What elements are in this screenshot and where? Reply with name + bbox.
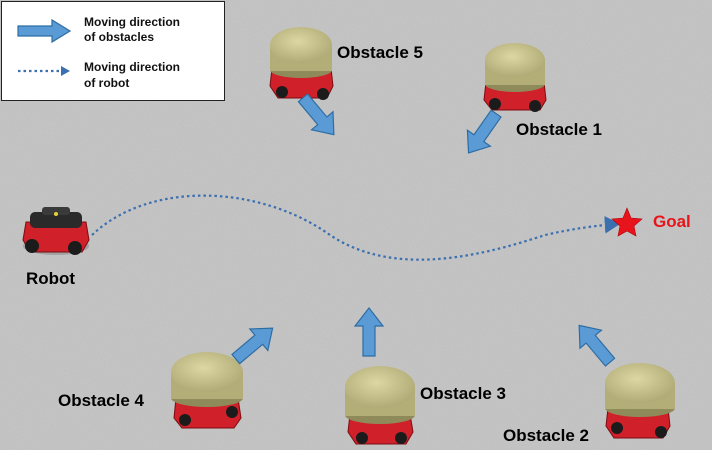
- obstacle-1: [483, 43, 547, 112]
- legend: Moving direction of obstacles Moving dir…: [1, 1, 225, 101]
- obstacle-1-arrow-icon: [466, 109, 502, 154]
- obstacle-5: [269, 27, 334, 100]
- obstacle-3-arrow-icon: [353, 307, 385, 357]
- legend-robot-line-1: Moving direction: [84, 60, 180, 74]
- obstacle-1-label: Obstacle 1: [516, 120, 602, 139]
- block-arrow-icon: [17, 18, 72, 44]
- legend-obstacles-line-1: Moving direction: [84, 15, 180, 29]
- obstacle-5-arrow-icon: [297, 93, 335, 136]
- obstacle-4-arrow-icon: [231, 327, 274, 365]
- obstacle-5-label: Obstacle 5: [337, 43, 423, 62]
- obstacle-2: [605, 363, 675, 439]
- robot-path: [91, 194, 621, 261]
- obstacle-2-arrow-icon: [578, 324, 616, 367]
- dotted-arrow-icon: [18, 66, 70, 76]
- legend-robot-line-2: of robot: [84, 76, 130, 90]
- robot-label: Robot: [26, 269, 76, 288]
- obstacle-3: [345, 366, 415, 445]
- goal-star-icon: [611, 207, 643, 237]
- obstacle-3-label: Obstacle 3: [420, 384, 506, 403]
- legend-obstacles-line-2: of obstacles: [84, 30, 155, 44]
- robot: [22, 207, 90, 255]
- goal-label: Goal: [653, 212, 691, 231]
- obstacle-4: [171, 352, 243, 429]
- obstacle-2-label: Obstacle 2: [503, 426, 589, 445]
- obstacle-4-label: Obstacle 4: [58, 391, 144, 410]
